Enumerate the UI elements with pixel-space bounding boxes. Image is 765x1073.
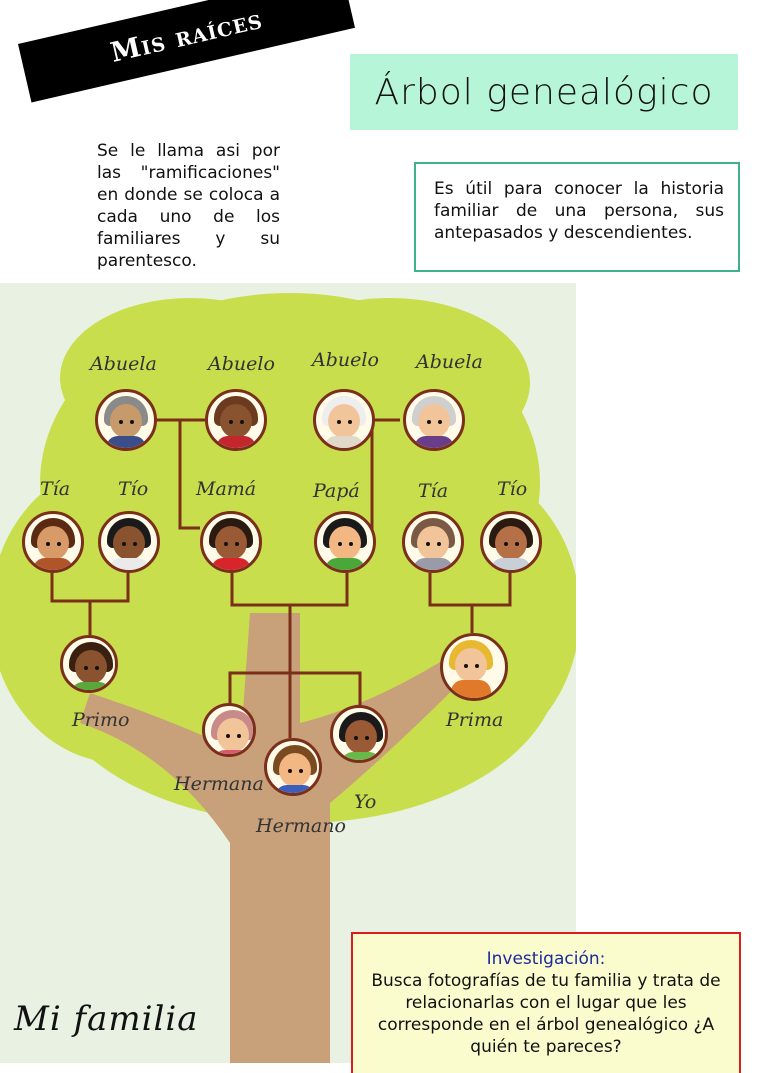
- portrait-mama: [200, 511, 262, 573]
- investigation-text: Busca fotografías de tu familia y trata …: [371, 971, 721, 1057]
- mi-familia-logo: Mi familia: [14, 999, 199, 1039]
- portrait-abuelo-2: [313, 389, 375, 451]
- label-primo: Primo: [72, 709, 130, 731]
- portrait-tia-2: [402, 511, 464, 573]
- investigation-box: Investigación: Busca fotografías de tu f…: [351, 932, 741, 1073]
- portrait-primo: [60, 635, 118, 693]
- label-mama: Mamá: [196, 478, 257, 500]
- portrait-abuelo-1: [205, 389, 267, 451]
- family-tree-illustration: Abuela Abuelo Abuelo Abuela Tía Tío Mamá…: [0, 283, 576, 1063]
- label-tia-1: Tía: [40, 478, 71, 500]
- label-yo: Yo: [354, 791, 377, 813]
- portrait-yo: [330, 705, 388, 763]
- portrait-hermano: [264, 738, 322, 796]
- section-banner: Mis raíces: [18, 0, 355, 103]
- label-tio-1: Tío: [118, 478, 149, 500]
- useful-info-box: Es útil para conocer la historia familia…: [414, 162, 740, 272]
- portrait-tia-1: [22, 511, 84, 573]
- label-abuelo-materno: Abuelo: [312, 349, 379, 371]
- portrait-papa: [314, 511, 376, 573]
- portrait-tio-1: [98, 511, 160, 573]
- label-hermano: Hermano: [256, 815, 346, 837]
- label-abuela-materna: Abuela: [416, 351, 483, 373]
- label-tio-2: Tío: [497, 478, 528, 500]
- label-abuelo-paterno: Abuelo: [208, 353, 275, 375]
- label-hermana: Hermana: [174, 773, 264, 795]
- label-prima: Prima: [446, 709, 504, 731]
- title-box: Árbol genealógico: [350, 54, 738, 130]
- label-papa: Papá: [313, 480, 360, 502]
- label-abuela-paterna: Abuela: [90, 353, 157, 375]
- banner-label: Mis raíces: [107, 3, 266, 69]
- portrait-abuela-1: [95, 389, 157, 451]
- intro-paragraph: Se le llama asi por las "ramificaciones"…: [97, 141, 280, 271]
- portrait-abuela-2: [403, 389, 465, 451]
- investigation-heading: Investigación:: [486, 949, 606, 969]
- portrait-tio-2: [480, 511, 542, 573]
- label-tia-2: Tía: [418, 480, 449, 502]
- portrait-hermana: [202, 703, 256, 757]
- portrait-prima: [440, 633, 508, 701]
- page-title: Árbol genealógico: [374, 71, 714, 113]
